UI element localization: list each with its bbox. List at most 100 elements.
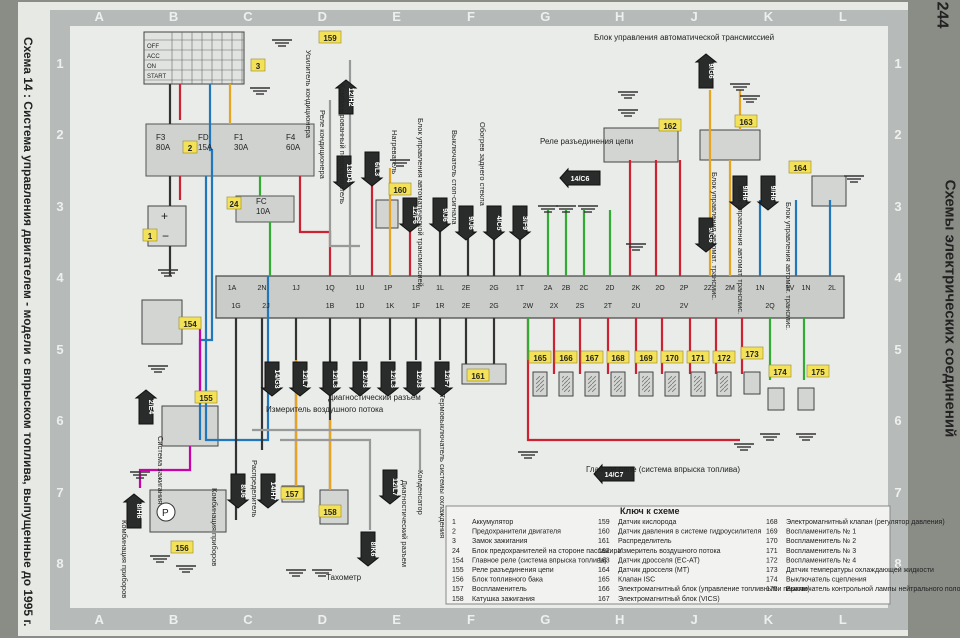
key-item-number: 170 bbox=[766, 538, 778, 545]
key-item-text: Выключатель контрольной лампы нейтрально… bbox=[786, 585, 960, 593]
grid-row-4-left: 4 bbox=[56, 270, 64, 286]
vertical-label: Усилитель кондиционера bbox=[304, 50, 313, 139]
wire bbox=[438, 224, 522, 276]
arrow-label: 9/G6 bbox=[707, 63, 714, 78]
grid-col-G-bottom: G bbox=[540, 612, 551, 627]
ecu-pin-mid: 1G bbox=[231, 303, 240, 310]
arrow-label: 12/F6 bbox=[411, 206, 418, 224]
ecu-connector-block bbox=[215, 275, 845, 319]
component-number: 2 bbox=[188, 144, 193, 153]
key-item-number: 160 bbox=[598, 529, 610, 536]
component-badge bbox=[768, 364, 792, 378]
key-item-number: 159 bbox=[598, 519, 610, 526]
component-number: 175 bbox=[811, 368, 825, 377]
key-item-text: Клапан ISC bbox=[618, 577, 655, 584]
ecu-pin-top: 1N bbox=[802, 285, 811, 292]
connector-arrow-bottom: 8/K6 bbox=[356, 531, 380, 567]
component-number: 3 bbox=[256, 62, 261, 71]
component-number: 174 bbox=[773, 368, 787, 377]
component-number: 173 bbox=[745, 350, 759, 359]
arrow-label: 4/C5 bbox=[495, 216, 502, 231]
key-item-text: Электромагнитный блок (VICS) bbox=[618, 595, 720, 603]
ecu-pin-top: 1J bbox=[292, 285, 299, 292]
ecu-pin-mid: 1B bbox=[326, 303, 335, 310]
arrow-label: 8/K6 bbox=[369, 542, 376, 557]
connector-arrow-bottom: 8/H6 bbox=[122, 493, 146, 529]
arrow-label: 9/J6 bbox=[467, 216, 474, 230]
ecu-pin-mid: 2S bbox=[576, 303, 585, 310]
grid-col-K-top: K bbox=[763, 9, 774, 24]
grid-row-5-left: 5 bbox=[56, 341, 64, 357]
ecu-pin-mid: 2E bbox=[462, 303, 471, 310]
component-badge bbox=[194, 390, 218, 404]
ecu-pin-top: 1S bbox=[412, 285, 421, 292]
fuel-pump-label: P bbox=[162, 508, 169, 519]
arrow-label: 12/L3 bbox=[331, 370, 338, 388]
coil-winding bbox=[694, 376, 702, 392]
connector-arrow-right: 9/G6 bbox=[694, 53, 718, 89]
ecu-pin-top: 2E bbox=[462, 285, 471, 292]
vertical-label: Блок управления автоматической трансмисс… bbox=[416, 118, 425, 287]
component-badge bbox=[318, 30, 342, 44]
key-item-text: Датчик давления в системе гидроусилителя bbox=[618, 529, 761, 536]
key-item-text: Воспламенитель № 4 bbox=[786, 557, 856, 564]
component-number: 157 bbox=[285, 490, 299, 499]
ignition-position-label: START bbox=[147, 74, 166, 80]
key-item-number: 157 bbox=[452, 586, 464, 593]
ecu-pin-top: 2C bbox=[580, 285, 589, 292]
connector-arrow-bottom: 12/J3 bbox=[402, 361, 426, 397]
vertical-label: Термовыключатель системы охлаждения bbox=[438, 394, 447, 538]
arrow-label: 9/H6 bbox=[769, 186, 776, 201]
ecu-pin-top: 1N bbox=[756, 285, 765, 292]
grid-row-1-left: 1 bbox=[56, 55, 64, 71]
component-badge bbox=[388, 182, 412, 196]
ecu-pin-mid: 2G bbox=[489, 303, 498, 310]
wire bbox=[370, 176, 412, 276]
connector-arrow-bottom: 14/C7 bbox=[593, 463, 635, 485]
arrow-label: 12/H2 bbox=[347, 88, 354, 107]
grid-col-C-top: C bbox=[243, 9, 253, 24]
ignition-position-label: ON bbox=[147, 64, 156, 70]
ecu-pin-mid: 1K bbox=[386, 303, 395, 310]
grid-row-6-right: 6 bbox=[894, 413, 902, 429]
grid-col-A-top: A bbox=[94, 9, 104, 24]
connector-arrow-top: 3/F9 bbox=[508, 205, 532, 241]
sensor-switch bbox=[767, 387, 785, 411]
grid-col-F-bottom: F bbox=[467, 612, 475, 627]
grid-col-L-top: L bbox=[838, 9, 847, 24]
arrow-label: 12/J3 bbox=[415, 370, 422, 388]
label-main-relay: Главное реле (система впрыска топлива) bbox=[586, 465, 740, 474]
ecu-pin-mid: 2U bbox=[632, 303, 641, 310]
component-number: 155 bbox=[199, 394, 213, 403]
airflow-meter-162 bbox=[603, 127, 679, 163]
key-item-number: 164 bbox=[598, 567, 610, 574]
arrow-label: 2/E4 bbox=[147, 400, 154, 415]
component-badge bbox=[466, 368, 490, 382]
key-item-number: 168 bbox=[766, 519, 778, 526]
key-item-number: 169 bbox=[766, 529, 778, 536]
connector-arrow-bottom: 12/L3 bbox=[318, 361, 342, 397]
wire bbox=[628, 160, 682, 276]
key-item-number: 162 bbox=[598, 548, 610, 555]
vertical-label: Блок управления автомат. трансмис. bbox=[710, 172, 719, 300]
ecu-pin-top: 1V bbox=[786, 285, 795, 292]
vertical-label: Обогрев заднего стекла bbox=[478, 122, 487, 207]
component-badge bbox=[660, 350, 684, 364]
component-badge bbox=[634, 350, 658, 364]
key-item-text: Блок топливного бака bbox=[472, 576, 543, 584]
key-item-text: Воспламенитель № 1 bbox=[786, 529, 856, 536]
battery-plus: + bbox=[161, 209, 168, 223]
component-badge bbox=[606, 350, 630, 364]
component-badge bbox=[734, 114, 758, 128]
grid-col-K-bottom: K bbox=[763, 612, 774, 627]
component-number: 164 bbox=[793, 164, 807, 173]
key-item-text: Датчик дросселя (MT) bbox=[618, 567, 689, 574]
coil-winding bbox=[588, 376, 596, 392]
ecu-pin-top: 2M bbox=[725, 285, 735, 292]
key-item-text: Предохранители двигателя bbox=[472, 529, 561, 536]
arrow-label: 8/H6 bbox=[135, 504, 142, 519]
wire bbox=[758, 200, 832, 276]
fuse-block-fc bbox=[235, 195, 295, 223]
component-badge bbox=[178, 316, 202, 330]
